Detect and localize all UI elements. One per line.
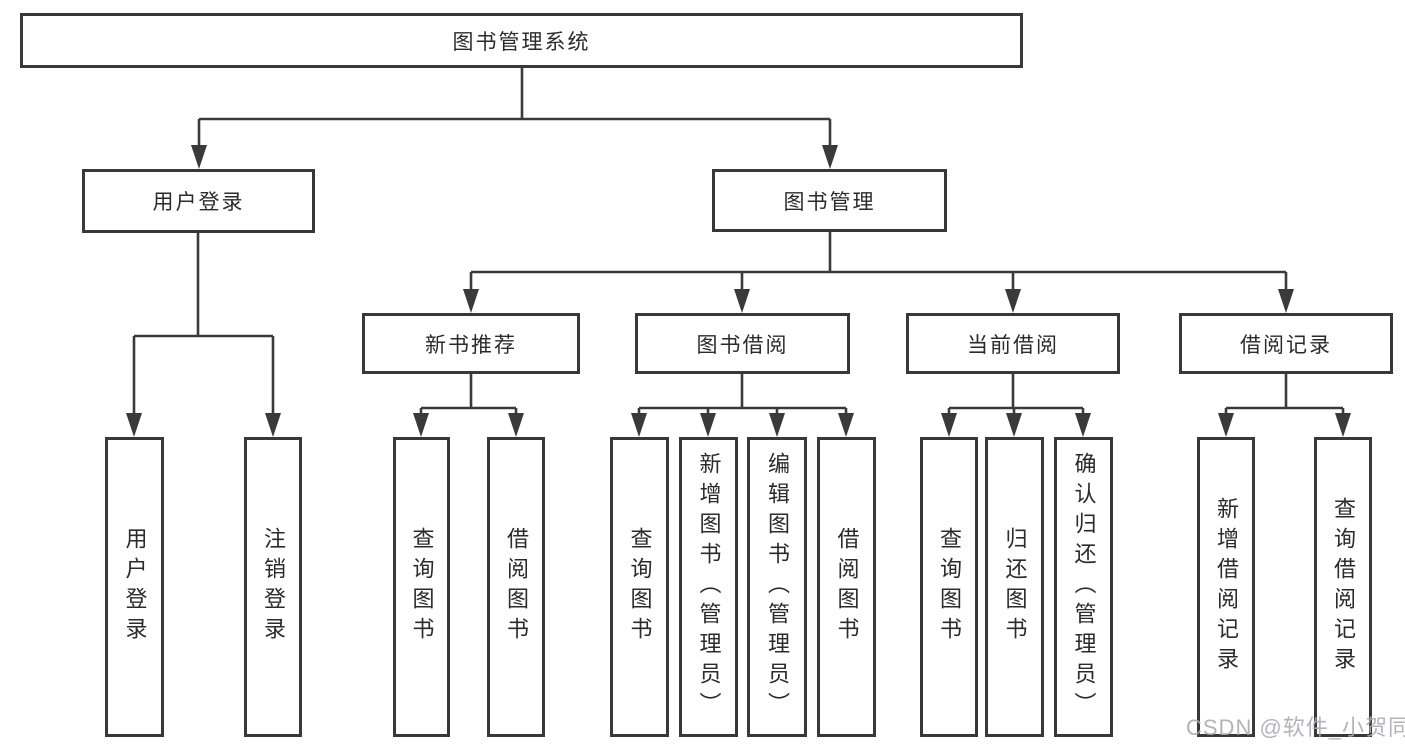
leaf-add-borrow-record: 新增借阅记录 xyxy=(1197,437,1255,737)
connector-root-to-level2 xyxy=(197,68,832,146)
connector-currentborrow-to-leaves xyxy=(947,373,1085,415)
arrow-icon xyxy=(1006,413,1022,437)
arrow-icon xyxy=(941,413,957,437)
leaf-edit-books-admin-label: 编辑图书（管理员） xyxy=(765,452,790,722)
node-borrow-records: 借阅记录 xyxy=(1179,313,1393,374)
node-book-borrow: 图书借阅 xyxy=(635,313,850,374)
arrow-icon xyxy=(1335,413,1351,437)
node-book-management: 图书管理 xyxy=(712,169,947,232)
node-current-borrow-label: 当前借阅 xyxy=(967,333,1059,357)
leaf-query-borrow-record: 查询借阅记录 xyxy=(1314,437,1372,737)
leaf-query-books-borrow-label: 查询图书 xyxy=(627,527,653,647)
arrow-icon xyxy=(508,413,524,437)
csdn-watermark: CSDN @软件_小贺同学 xyxy=(1186,715,1405,740)
connector-bookmgmt-to-level3 xyxy=(469,232,1288,290)
leaf-return-books: 归还图书 xyxy=(985,437,1044,737)
node-new-book-recommend: 新书推荐 xyxy=(362,313,580,374)
node-root: 图书管理系统 xyxy=(20,13,1023,68)
arrow-icon xyxy=(1005,289,1021,313)
leaf-borrow-books-label: 借阅图书 xyxy=(834,527,860,647)
node-new-book-recommend-label: 新书推荐 xyxy=(425,333,517,357)
node-current-borrow: 当前借阅 xyxy=(906,313,1120,374)
arrow-icon xyxy=(1218,413,1234,437)
leaf-query-books-current-label: 查询图书 xyxy=(937,527,962,647)
leaf-user-login: 用户登录 xyxy=(105,437,164,737)
arrow-icon xyxy=(1278,289,1294,313)
arrow-icon xyxy=(838,413,854,437)
arrow-icon xyxy=(1075,413,1091,437)
arrow-icon xyxy=(822,145,838,169)
arrow-icon xyxy=(413,413,429,437)
node-user-login-label: 用户登录 xyxy=(152,191,245,214)
node-user-login: 用户登录 xyxy=(82,169,315,233)
arrow-icon xyxy=(463,289,479,313)
node-book-management-label: 图书管理 xyxy=(783,190,876,214)
leaf-query-books-borrow: 查询图书 xyxy=(610,437,669,737)
leaf-logout-label: 注销登录 xyxy=(261,527,286,647)
leaf-borrow-books-recommend-label: 借阅图书 xyxy=(504,527,529,647)
node-root-label: 图书管理系统 xyxy=(452,30,591,54)
arrow-icon xyxy=(265,413,281,437)
connector-records-to-leaves xyxy=(1224,373,1345,415)
leaf-query-borrow-record-label: 查询借阅记录 xyxy=(1331,497,1356,677)
node-book-borrow-label: 图书借阅 xyxy=(696,333,789,357)
leaf-query-books-recommend-label: 查询图书 xyxy=(409,527,435,647)
leaf-query-books-current: 查询图书 xyxy=(920,437,978,737)
leaf-return-books-label: 归还图书 xyxy=(1002,527,1028,647)
leaf-user-login-label: 用户登录 xyxy=(122,527,148,647)
connector-newbook-to-leaves xyxy=(419,373,518,415)
leaf-borrow-books-recommend: 借阅图书 xyxy=(487,437,545,737)
leaf-add-books-admin-label: 新增图书（管理员） xyxy=(696,452,722,722)
leaf-add-borrow-record-label: 新增借阅记录 xyxy=(1214,497,1239,677)
leaf-query-books-recommend: 查询图书 xyxy=(393,437,450,737)
arrow-icon xyxy=(769,413,785,437)
arrow-icon xyxy=(191,145,207,169)
leaf-confirm-return-admin-label: 确认归还（管理员） xyxy=(1071,452,1097,722)
node-borrow-records-label: 借阅记录 xyxy=(1240,333,1332,357)
leaf-logout: 注销登录 xyxy=(244,437,302,737)
arrow-icon xyxy=(631,413,647,437)
arrow-icon xyxy=(700,413,716,437)
arrow-icon xyxy=(734,289,750,313)
leaf-add-books-admin: 新增图书（管理员） xyxy=(679,437,738,737)
leaf-edit-books-admin: 编辑图书（管理员） xyxy=(747,437,807,737)
leaf-confirm-return-admin: 确认归还（管理员） xyxy=(1054,437,1113,737)
connector-bookborrow-to-leaves xyxy=(637,373,848,415)
arrow-icon xyxy=(126,413,142,437)
connector-userlogin-to-leaves xyxy=(132,233,275,414)
leaf-borrow-books: 借阅图书 xyxy=(817,437,876,737)
